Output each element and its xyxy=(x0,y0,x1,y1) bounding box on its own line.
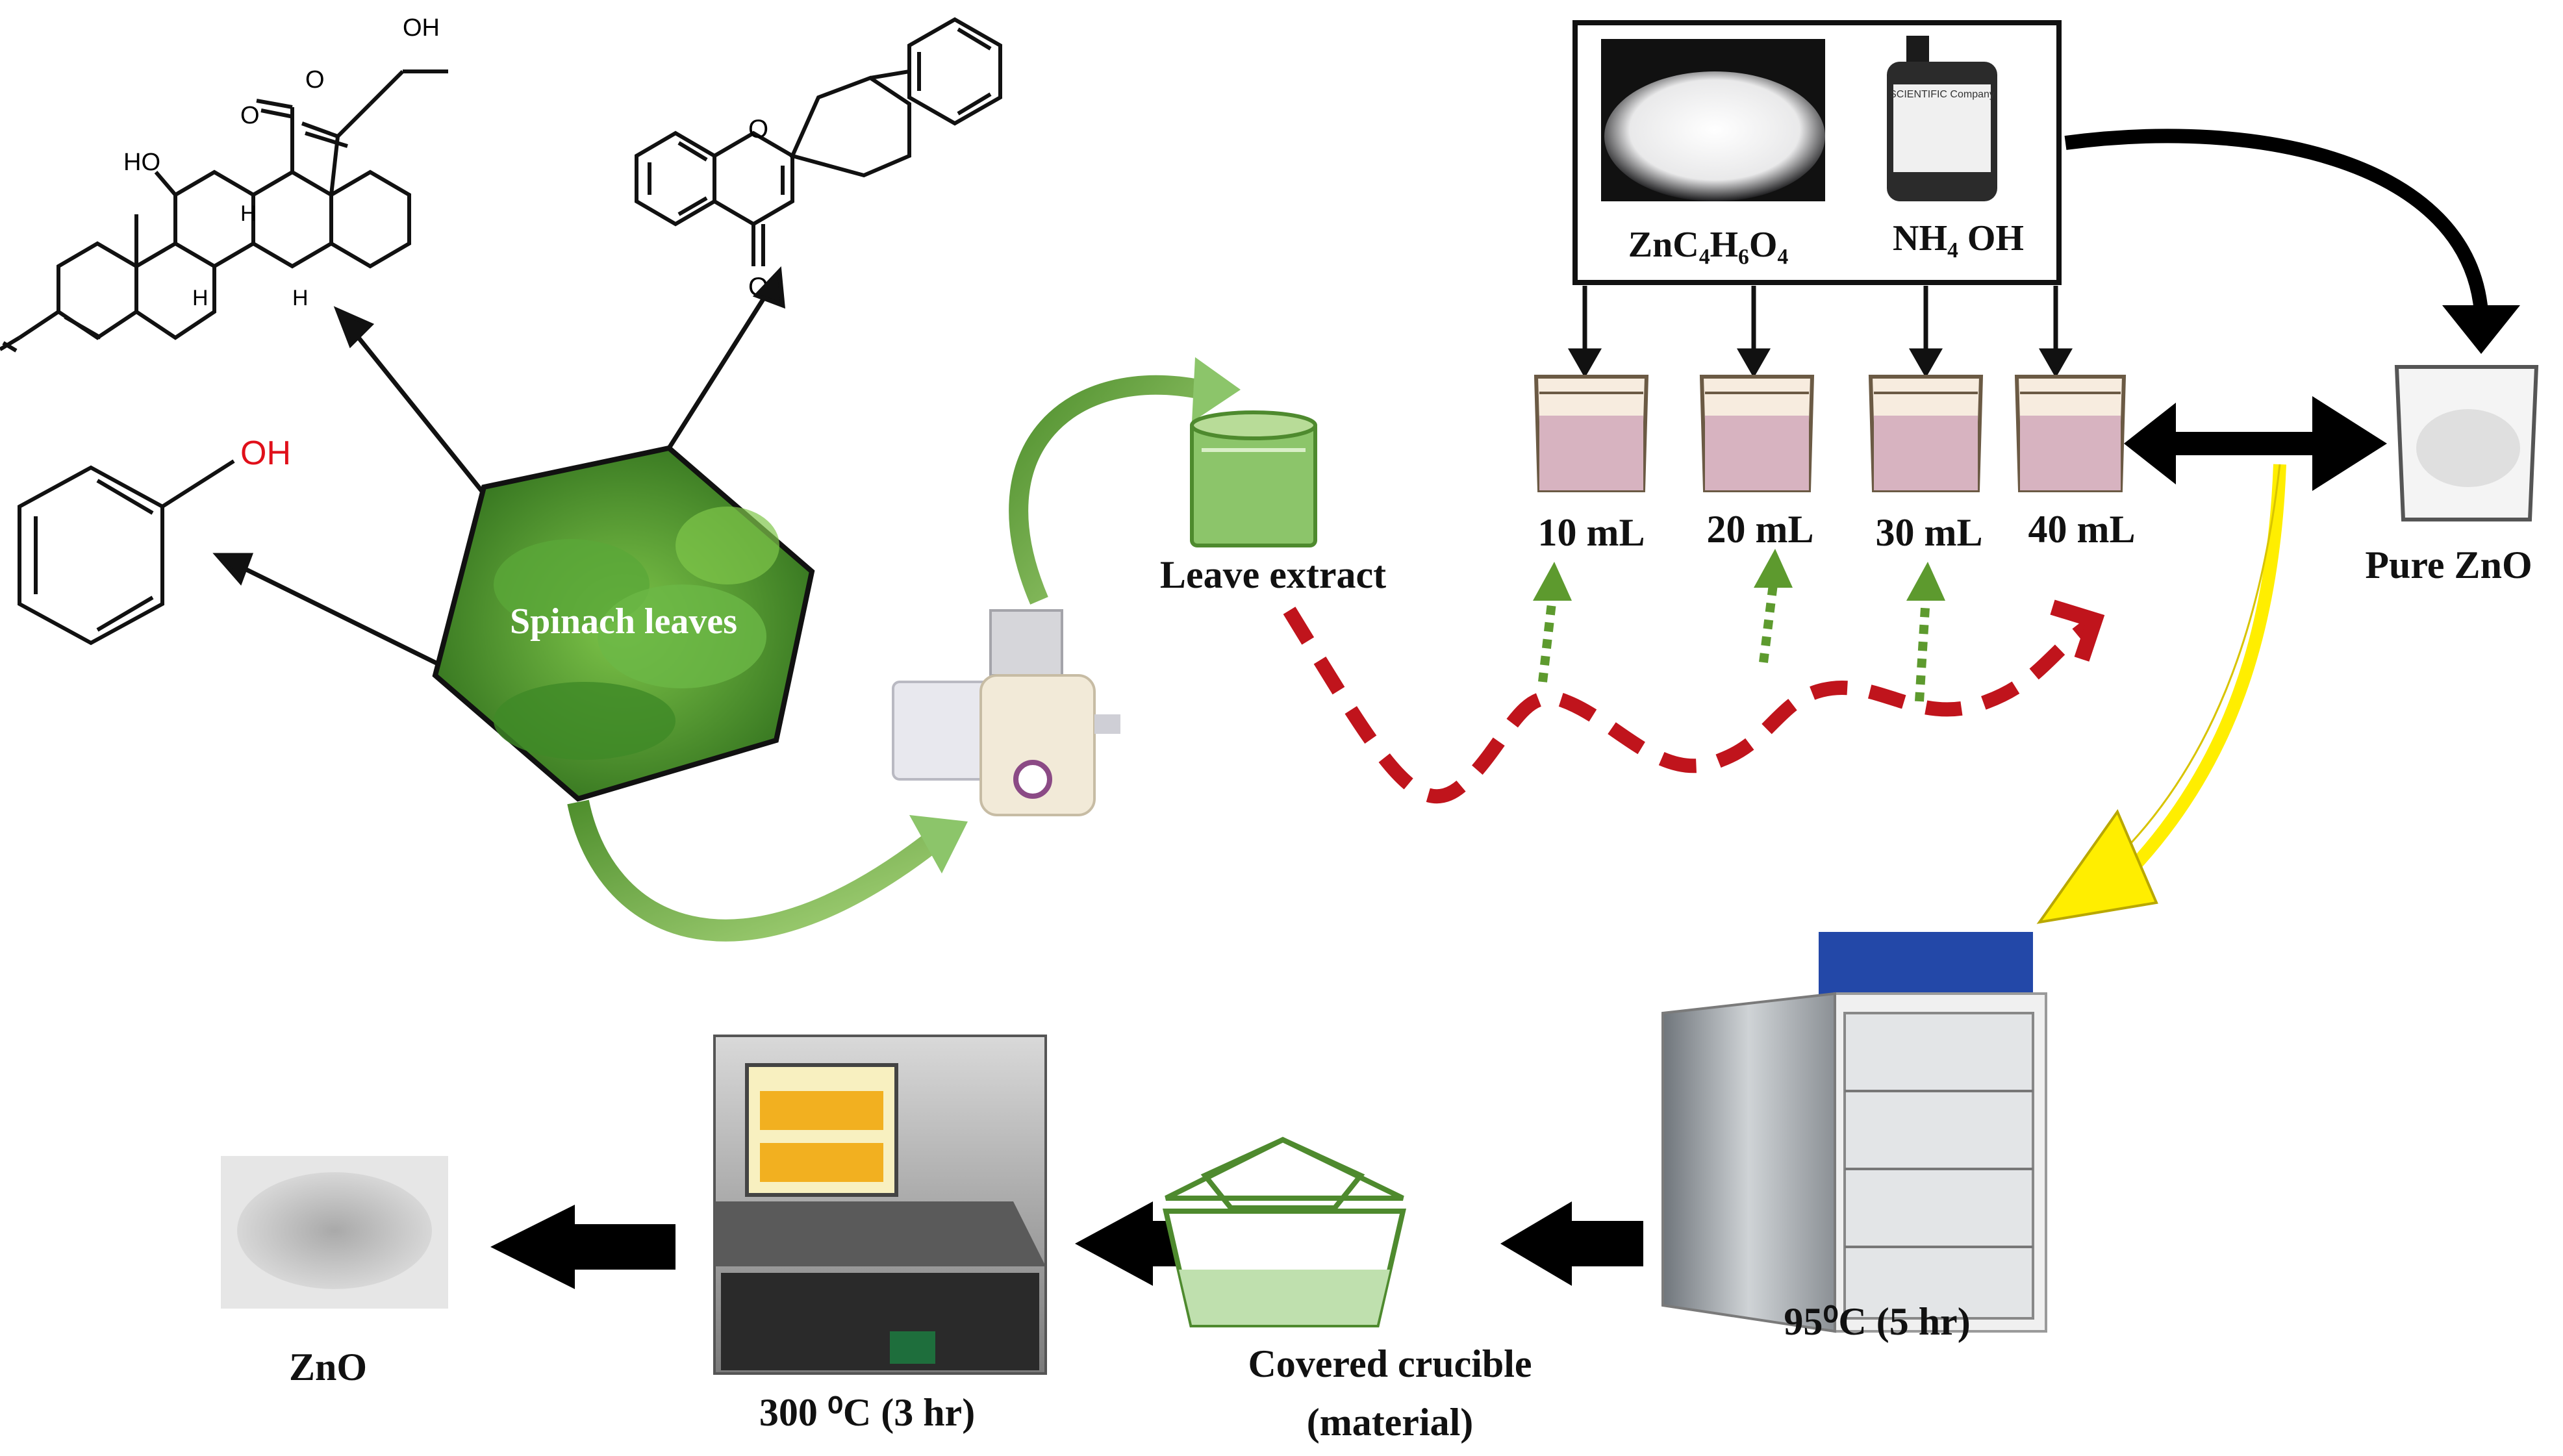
phenol-oh: OH xyxy=(240,434,291,472)
crucible-label-line2: (material) xyxy=(1307,1401,1474,1444)
reagent-down-arrows xyxy=(1567,286,2073,379)
green-arrow-to-extract xyxy=(1009,357,1241,605)
green-arrow-to-juicer xyxy=(567,799,968,942)
double-arrow xyxy=(2124,396,2387,491)
volume-10ml-label: 10 mL xyxy=(1538,511,1645,554)
leave-extract-beaker xyxy=(1190,410,1317,547)
flavone-structure xyxy=(635,17,1002,266)
leave-extract-label: Leave extract xyxy=(1160,553,1386,596)
volume-40ml-label: 40 mL xyxy=(2028,508,2136,551)
phenol-structure xyxy=(18,459,235,646)
red-dashed-arrow xyxy=(1283,599,2105,804)
zinc-acetate-powder-image xyxy=(1601,39,1825,201)
spinach-leaves-image xyxy=(432,445,815,802)
green-dotted-arrows xyxy=(1533,549,1945,702)
zno-product-label: ZnO xyxy=(289,1346,367,1388)
beaker-40ml xyxy=(2014,375,2127,492)
black-curve-arrow xyxy=(2064,129,2520,354)
yellow-arrow xyxy=(2036,464,2286,924)
steroid-structure xyxy=(0,69,448,353)
covered-crucible xyxy=(1162,1136,1407,1327)
bottle-label-text: SCIENTIFIC Company xyxy=(1889,89,1995,100)
crucible-label-line1: Covered crucible xyxy=(1248,1342,1532,1385)
furnace-image xyxy=(713,1035,1047,1375)
volume-20ml-label: 20 mL xyxy=(1707,508,1814,551)
spinach-label: Spinach leaves xyxy=(510,601,737,642)
steroid-h-3: H xyxy=(292,286,309,310)
steroid-h-2: H xyxy=(240,201,257,226)
bottom-black-arrows xyxy=(490,1201,1643,1289)
flavone-ring-o: O xyxy=(748,115,768,144)
oven-temp-label: 95⁰C (5 hr) xyxy=(1784,1300,1970,1343)
steroid-o-aldehyde: O xyxy=(240,102,260,129)
ammonia-label: NH₄ OH xyxy=(1893,218,2024,258)
furnace-temp-label: 300 ⁰C (3 hr) xyxy=(759,1391,975,1434)
juicer-image xyxy=(892,609,1120,816)
steroid-h-1: H xyxy=(192,286,208,310)
zno-powder-image xyxy=(221,1156,448,1309)
oven-image xyxy=(1661,932,2047,1333)
beaker-30ml xyxy=(1868,375,1984,492)
steroid-ho-ring: HO xyxy=(123,149,160,176)
steroid-o-ketone: O xyxy=(305,66,325,94)
pure-zno-label: Pure ZnO xyxy=(2365,544,2532,586)
volume-30ml-label: 30 mL xyxy=(1876,511,1983,554)
beaker-10ml xyxy=(1534,375,1649,492)
ammonium-hydroxide-bottle-image xyxy=(1887,36,1997,201)
steroid-oh-top: OH xyxy=(403,14,440,42)
zinc-acetate-label: ZnC₄H₆O₄ xyxy=(1628,225,1789,265)
compound-arrows xyxy=(212,266,786,672)
pure-zno-beaker xyxy=(2394,365,2539,521)
beaker-20ml xyxy=(1699,375,1815,492)
